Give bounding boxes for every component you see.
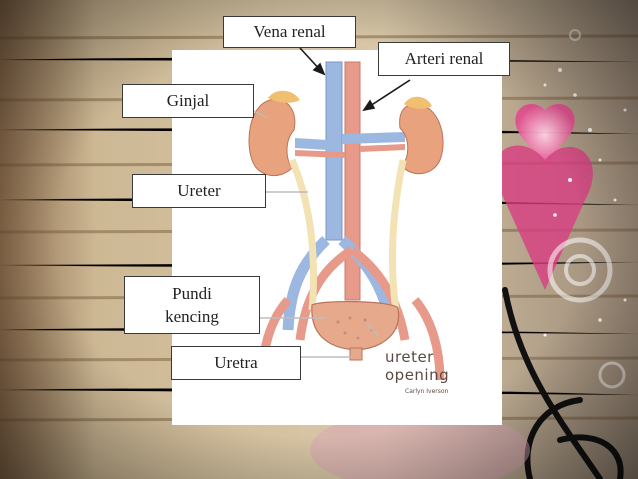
label-uretra: Uretra: [171, 346, 301, 380]
figure-caption-line2: opening: [385, 366, 449, 384]
label-arteri-renal: Arteri renal: [378, 42, 510, 76]
label-ginjal: Ginjal: [122, 84, 254, 118]
label-vena-renal: Vena renal: [223, 16, 356, 48]
figure-caption-line1: ureter: [385, 348, 434, 366]
label-pundi-line2: kencing: [165, 305, 219, 328]
figure-credit: Carlyn Iverson: [405, 388, 448, 395]
label-ureter: Ureter: [132, 174, 266, 208]
label-pundi-line1: Pundi: [172, 282, 212, 305]
label-pundi-kencing: Pundi kencing: [124, 276, 260, 334]
